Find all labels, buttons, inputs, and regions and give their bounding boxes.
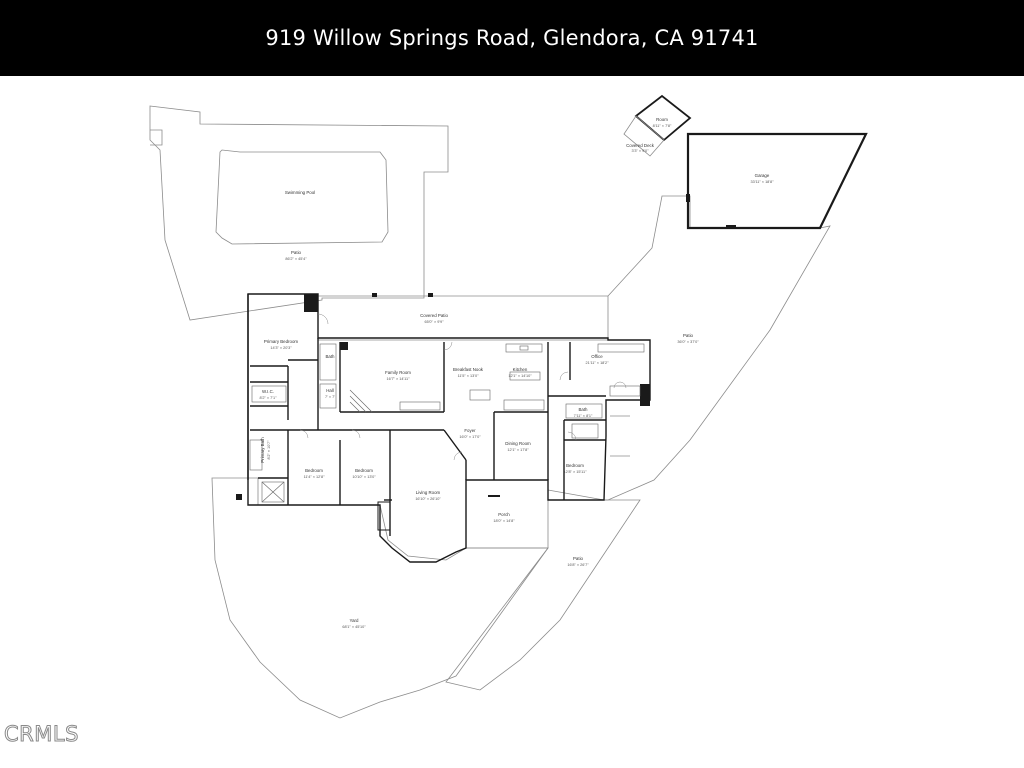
patio-south-outline [445,489,641,691]
page-title: 919 Willow Springs Road, Glendora, CA 91… [265,26,759,50]
label-primary-bedroom: Primary Bedroom [264,339,299,344]
dims-patio-south: 16'8" × 26'7" [567,563,589,567]
label-patio-north: Patio [291,250,302,255]
label-covered-deck: Covered Deck [626,143,655,148]
header-bar: 919 Willow Springs Road, Glendora, CA 91… [0,0,1024,76]
label-dining-room: Dining Room [505,441,531,446]
fixtures [249,343,645,503]
label-office: Office [591,354,603,359]
dims-hall: 7' × 7' [325,395,335,399]
garage-outline [686,132,868,230]
label-bath-small: Bath [325,354,335,359]
dims-wic: 8'2" × 7'1" [260,396,278,400]
label-yard: Yard [350,618,360,623]
label-patio-east: Patio [683,333,694,338]
patio-step [150,129,163,146]
label-bedroom-2: Bedroom [355,468,373,473]
dims-bedroom-2: 10'10" × 13'0" [352,475,376,479]
dims-patio-north: 86'2" × 45'4" [285,257,307,261]
dims-kitchen: 12'1" × 14'10" [508,374,532,378]
label-family-room: Family Room [385,370,411,375]
dims-covered-patio: 65'0" × 9'9" [424,320,444,324]
label-kitchen: Kitchen [513,367,528,372]
label-bedroom-1: Bedroom [305,468,323,473]
dims-foyer: 16'0" × 17'0" [459,435,481,439]
dims-covered-deck: 3'3" × 9'0" [632,149,650,153]
label-porch: Porch [498,512,510,517]
label-room: Room [656,117,668,122]
crmls-watermark: CRMLS [4,722,79,747]
floor-plan: Swimming Pool Patio 86'2" × 45'4" Room 8… [0,76,1024,768]
patio-north-outline [149,105,449,321]
dims-bath-east: 7'11" × 8'1" [574,414,593,418]
dims-primary-bath: 8'2" × 10'7" [267,440,271,460]
dims-primary-bedroom: 14'3" × 20'3" [270,346,292,350]
fireplace-corner [304,294,318,312]
shed [623,94,692,157]
structural-posts [236,293,650,531]
swimming-pool-outline [215,149,389,245]
label-garage: Garage [755,173,770,178]
label-covered-patio: Covered Patio [420,313,448,318]
doors [299,313,627,461]
label-living-room: Living Room [416,490,441,495]
dims-living-room: 16'10" × 26'10" [415,497,441,501]
dims-bedroom-3: 12'8" × 15'11" [564,470,588,474]
garage-door-mark [726,225,736,229]
garage-side-mark [686,194,690,202]
patio-east-outline [604,195,831,501]
dims-family-room: 16'7" × 14'11" [387,377,411,381]
dims-garage: 33'11" × 18'8" [751,180,775,184]
label-breakfast-nook: Breakfast Nook [453,367,484,372]
dims-patio-east: 36'0" × 37'0" [677,340,699,344]
label-bath-east: Bath [578,407,588,412]
floor-plan-svg: Swimming Pool Patio 86'2" × 45'4" Room 8… [149,94,868,719]
building-walls [247,293,651,563]
dims-dining-room: 12'1" × 17'8" [507,448,529,452]
room-labels: Swimming Pool Patio 86'2" × 45'4" Room 8… [260,117,775,629]
label-bedroom-3: Bedroom [566,463,584,468]
outdoor-outlines [149,105,831,719]
label-wic: W.I.C. [262,389,274,394]
dims-room: 8'11" × 7'8" [653,124,672,128]
label-patio-south: Patio [573,556,584,561]
dims-porch: 18'0" × 14'8" [493,519,515,523]
label-foyer: Foyer [464,428,476,433]
dims-yard: 68'1" × 45'10" [342,625,366,629]
label-hall: Hall [326,388,334,393]
label-swimming-pool: Swimming Pool [285,190,315,195]
dims-office: 21'11" × 18'2" [586,361,610,365]
dims-bedroom-1: 11'4" × 12'8" [304,475,326,479]
dims-breakfast-nook: 11'5" × 13'0" [458,374,480,378]
covered-patio-outline [318,295,609,341]
label-primary-bath: Primary Bath [260,437,265,463]
